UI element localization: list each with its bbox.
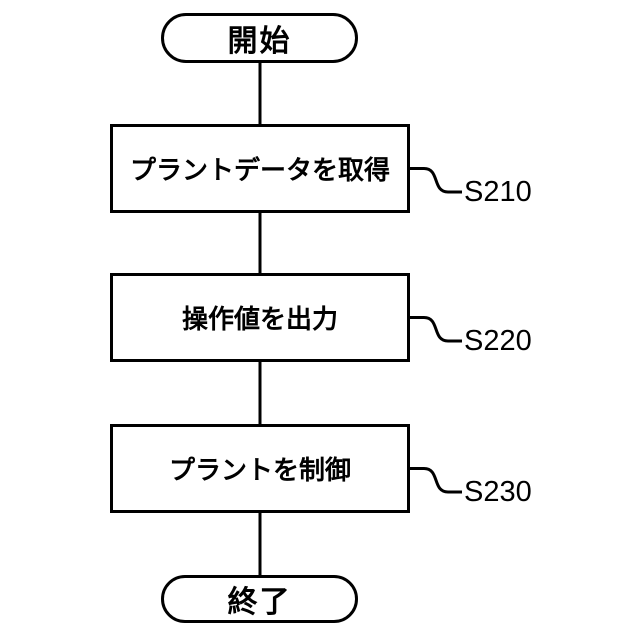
end-terminal-label: 終了	[227, 586, 292, 619]
step-ref-s220: S220	[464, 325, 532, 357]
callout-curve-s230	[410, 467, 462, 494]
process-box-acquire-plant-data: プラントデータを取得	[110, 124, 410, 213]
step-ref-s230: S230	[464, 476, 532, 508]
process-box-output-operation-value: 操作値を出力	[110, 273, 410, 362]
process-box-control-plant: プラントを制御	[110, 424, 410, 513]
process-box-label: 操作値を出力	[181, 304, 338, 334]
process-box-label: プラントデータを取得	[129, 155, 390, 185]
step-ref-s210: S210	[464, 176, 532, 208]
start-terminal-label: 開始	[227, 25, 292, 58]
start-terminal: 開始	[161, 13, 358, 63]
end-terminal: 終了	[161, 575, 358, 623]
process-box-label: プラントを制御	[168, 455, 351, 485]
callout-curve-s210	[410, 167, 462, 194]
callout-curve-s220	[410, 316, 462, 343]
